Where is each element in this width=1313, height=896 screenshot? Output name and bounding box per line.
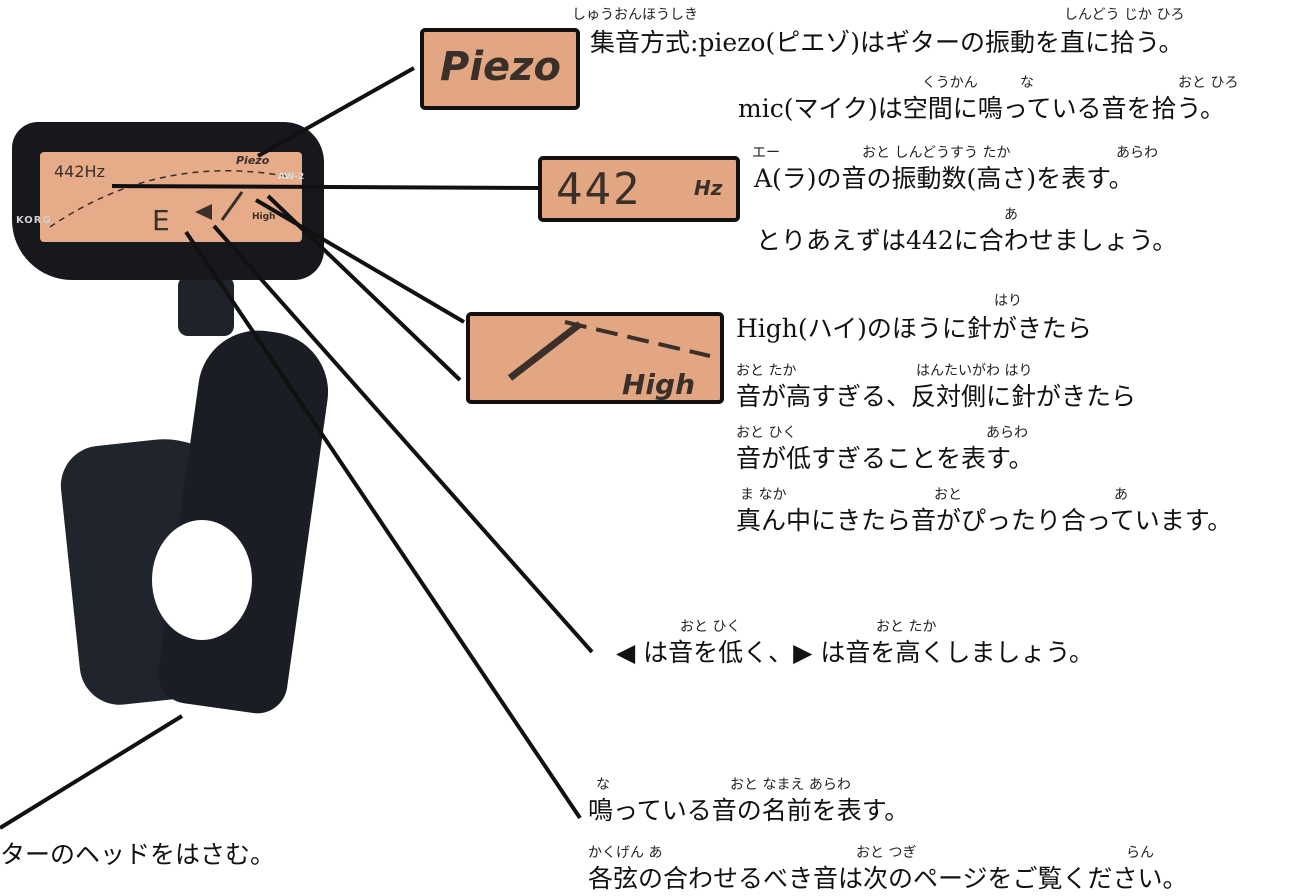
pickup-line-1: 集音方式:piezo(ピエゾ)はギターの振動を直に拾う。 xyxy=(590,28,1184,57)
pickup-line-2: mic(マイク)は空間に鳴っている音を拾う。 xyxy=(738,94,1225,123)
ruby-strings-c: らん xyxy=(1126,845,1154,861)
screen-meter-arc xyxy=(49,170,291,228)
ruby-arrows-b: おと たか xyxy=(876,619,937,635)
needle-line-4: 真ん中にきたら音がぴったり合っています。 xyxy=(736,506,1233,535)
ruby-note-a: な xyxy=(596,777,610,793)
ruby-needle-3a: おと ひく xyxy=(736,425,797,441)
ruby-needle-3b: あらわ xyxy=(986,425,1028,441)
ruby-arrows-a: おと ひく xyxy=(680,619,741,635)
ruby-needle-4b: おと xyxy=(934,487,962,503)
ruby-hz-c: あらわ xyxy=(1116,145,1158,161)
zoom-hz-unit: Hz xyxy=(694,176,723,200)
zoom-high-text: High xyxy=(622,368,696,401)
ruby-needle-4a: ま なか xyxy=(740,487,787,503)
ruby-pickup2-a: くうかん xyxy=(922,75,978,91)
ruby-pickup2-b: な xyxy=(1020,75,1034,91)
model-label: AW-2 xyxy=(278,172,305,182)
ruby-pickup2-c: おと ひろ xyxy=(1178,75,1239,91)
screen-note-name: E xyxy=(152,204,170,237)
screen-hz-readout: 442Hz xyxy=(54,162,105,181)
note-line: 鳴っている音の名前を表す。 xyxy=(588,796,910,825)
zoom-needle-graphic xyxy=(507,320,711,381)
zoom-piezo-text: Piezo xyxy=(440,44,561,90)
screen-high-label: High xyxy=(252,212,276,222)
zoom-high-box: High xyxy=(466,312,724,404)
needle-line-1: High(ハイ)のほうに針がきたら xyxy=(736,314,1092,343)
tuner-screen: 442Hz Piezo E High xyxy=(40,152,302,242)
ruby-hz2: あ xyxy=(1004,207,1018,223)
screen-piezo-label: Piezo xyxy=(236,154,270,167)
ruby-pickup-b: しんどう じか ひろ xyxy=(1064,7,1185,23)
clip-line: ターのヘッドをはさむ。 xyxy=(0,840,276,869)
needle-line-3: 音が低すぎることを表す。 xyxy=(736,444,1034,473)
arrows-line: ◀ は音を低く、▶ は音を高くしましょう。 xyxy=(616,638,1094,667)
ruby-needle-2b: はんたいがわ はり xyxy=(916,363,1033,379)
ruby-needle-2a: おと たか xyxy=(736,363,797,379)
hz-line-1: A(ラ)の音の振動数(高さ)を表す。 xyxy=(754,164,1134,193)
ruby-hz-b: おと しんどうすう たか xyxy=(862,145,1011,161)
needle-line-2: 音が高すぎる、反対側に針がきたら xyxy=(736,382,1137,411)
ruby-pickup-a: しゅうおんほうしき xyxy=(572,7,698,23)
hz-line-2: とりあえずは442に合わせましょう。 xyxy=(756,226,1178,255)
korg-logo: KORG xyxy=(16,215,52,226)
ruby-hz-a: エー xyxy=(752,145,780,161)
zoom-hz-box: 442 Hz xyxy=(538,156,740,222)
ruby-note-b: おと なまえ あらわ xyxy=(730,777,851,793)
clip-opening xyxy=(152,520,252,640)
ruby-strings-b: おと つぎ xyxy=(856,845,917,861)
ruby-strings-a: かくげん あ xyxy=(588,845,663,861)
strings-line: 各弦の合わせるべき音は次のページをご覧ください。 xyxy=(588,864,1188,893)
zoom-piezo-box: Piezo xyxy=(420,28,580,110)
ruby-needle-1: はり xyxy=(994,293,1022,309)
ruby-needle-4c: あ xyxy=(1114,487,1128,503)
zoom-hz-digits: 442 xyxy=(556,164,642,215)
